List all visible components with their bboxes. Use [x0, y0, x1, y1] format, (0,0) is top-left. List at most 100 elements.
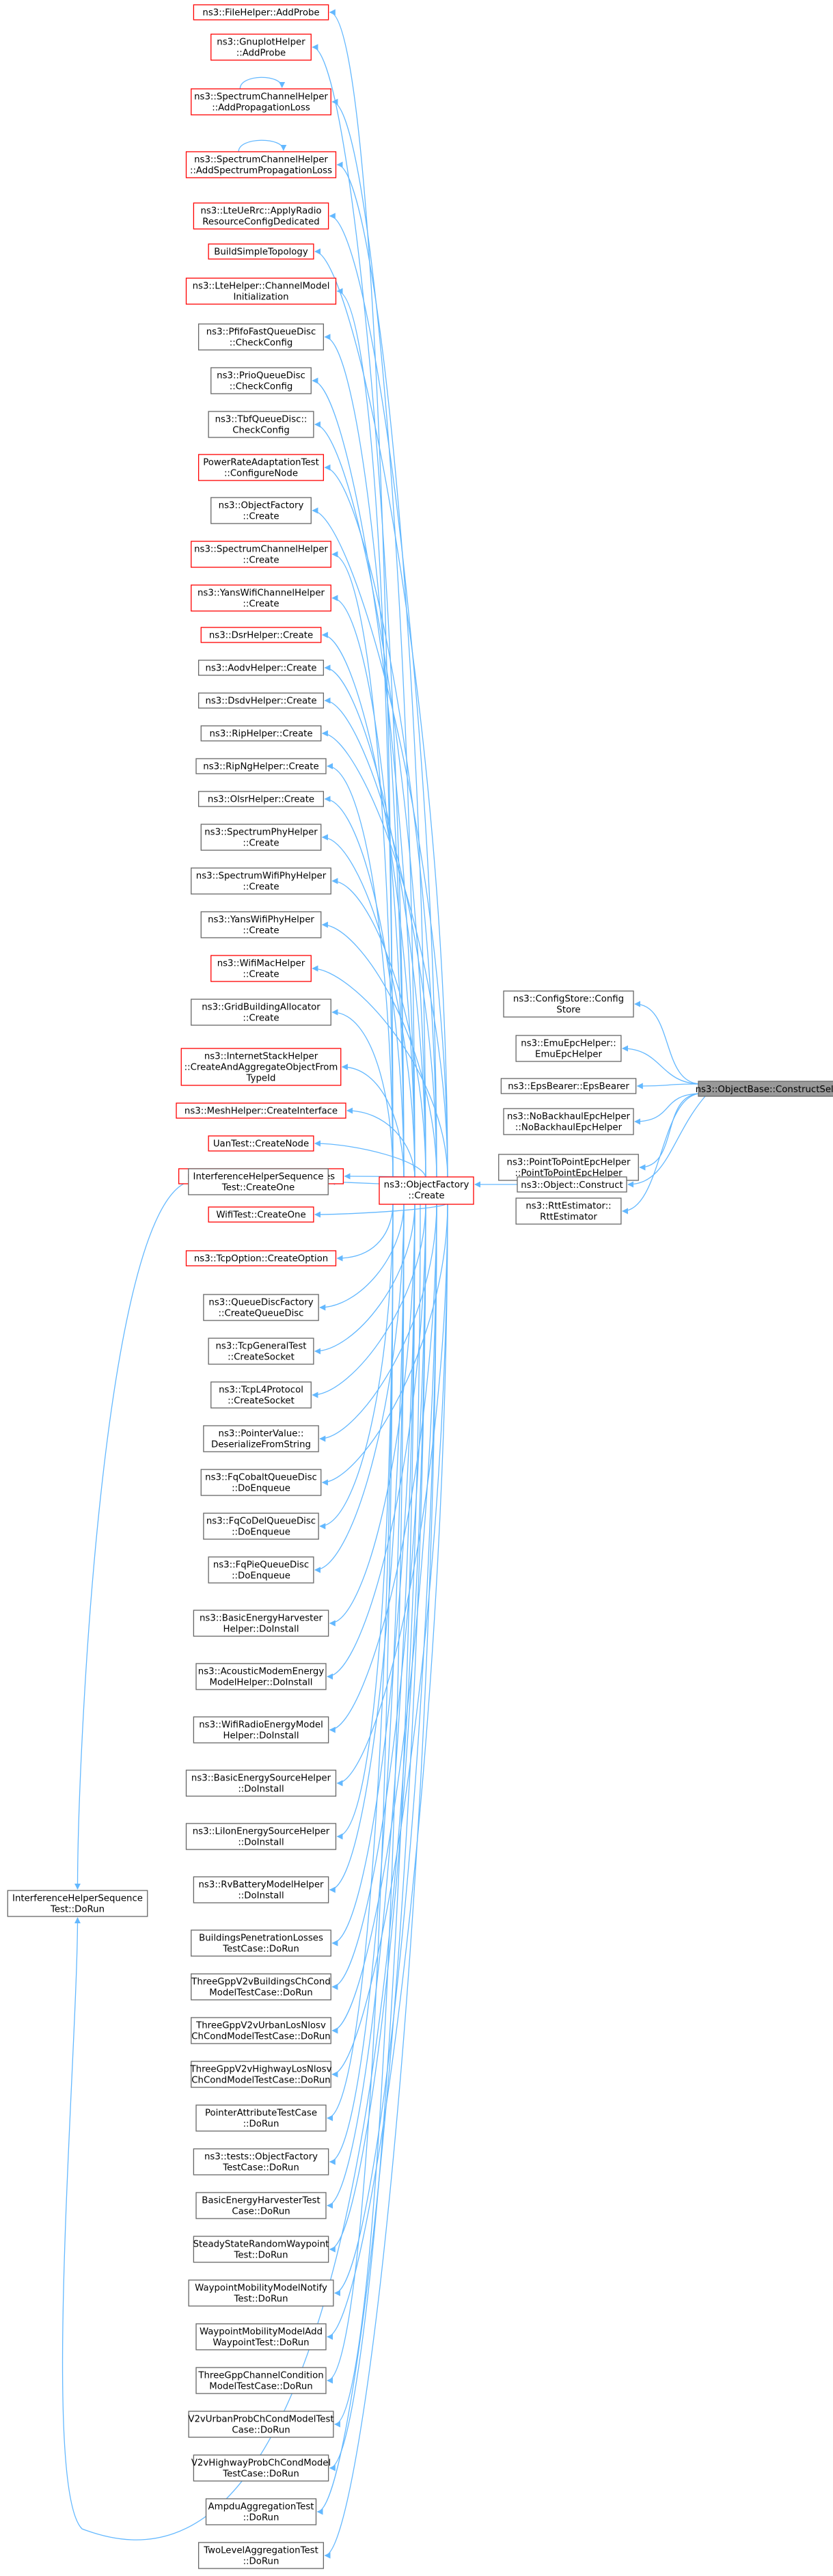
- caller-node-9[interactable]: ns3::TbfQueueDisc::CheckConfig: [208, 411, 314, 438]
- caller-node-23-box: [210, 955, 312, 982]
- caller-node-17[interactable]: ns3::RipHelper::Create: [200, 725, 322, 742]
- caller-node-21[interactable]: ns3::SpectrumWifiPhyHelper::Create: [191, 867, 331, 895]
- object-factory-create-node[interactable]: ns3::ObjectFactory::Create: [379, 1176, 474, 1205]
- caller-node-30[interactable]: ns3::TcpOption::CreateOption: [185, 1250, 337, 1266]
- create-one-node-label: Test::CreateOne: [221, 1183, 295, 1193]
- caller-node-49-label: ns3::tests::ObjectFactory: [204, 2152, 318, 2163]
- caller-node-20-label: ::Create: [243, 839, 279, 849]
- caller-node-26[interactable]: ns3::MeshHelper::CreateInterface: [176, 1102, 346, 1119]
- caller-node-10[interactable]: PowerRateAdaptationTest::ConfigureNode: [197, 454, 325, 481]
- create-one-node[interactable]: InterferenceHelperSequenceTest::CreateOn…: [188, 1168, 329, 1195]
- caller-node-55-label: V2vUrbanProbChCondModelTest: [188, 2415, 333, 2425]
- direct-caller-2[interactable]: ns3::EpsBearer::EpsBearer: [500, 1078, 637, 1094]
- caller-node-41[interactable]: ns3::BasicEnergySourceHelper::DoInstall: [185, 1770, 337, 1797]
- caller-node-41-label: ::DoInstall: [238, 1785, 284, 1795]
- caller-node-39[interactable]: ns3::AcousticModemEnergyModelHelper::DoI…: [195, 1663, 327, 1690]
- caller-node-4[interactable]: ns3::LteUeRrc::ApplyRadioResourceConfigD…: [193, 202, 329, 230]
- caller-node-54[interactable]: ThreeGppChannelConditionModelTestCase::D…: [195, 2367, 327, 2394]
- caller-node-11[interactable]: ns3::ObjectFactory::Create: [210, 497, 312, 524]
- caller-edge-18: [327, 763, 394, 1179]
- caller-node-43[interactable]: ns3::RvBatteryModelHelper::DoInstall: [193, 1876, 329, 1903]
- caller-node-42-box: [185, 1823, 337, 1850]
- caller-node-29[interactable]: WifiTest::CreateOne: [208, 1206, 314, 1223]
- caller-node-5-label: BuildSimpleTopology: [214, 247, 308, 258]
- object-construct-node[interactable]: ns3::Object::Construct: [517, 1176, 627, 1193]
- caller-node-2[interactable]: ns3::SpectrumChannelHelper::AddPropagati…: [191, 88, 331, 116]
- direct-edge-2: [636, 1083, 702, 1089]
- direct-caller-0[interactable]: ns3::ConfigStore::ConfigStore: [503, 990, 634, 1018]
- caller-node-13[interactable]: ns3::YansWifiChannelHelper::Create: [191, 584, 331, 612]
- caller-node-14[interactable]: ns3::DsrHelper::Create: [200, 627, 322, 643]
- caller-node-18[interactable]: ns3::RipNgHelper::Create: [195, 758, 327, 774]
- caller-node-8-label: ns3::PrioQueueDisc: [217, 371, 305, 381]
- caller-node-50-box: [195, 2192, 327, 2219]
- caller-node-22[interactable]: ns3::YansWifiPhyHelper::Create: [200, 911, 322, 938]
- caller-node-48[interactable]: PointerAttributeTestCase::DoRun: [195, 2104, 327, 2132]
- caller-node-33[interactable]: ns3::TcpL4Protocol::CreateSocket: [210, 1381, 312, 1409]
- caller-node-3[interactable]: ns3::SpectrumChannelHelper::AddSpectrumP…: [185, 151, 337, 178]
- caller-node-36[interactable]: ns3::FqCoDelQueueDisc::DoEnqueue: [203, 1513, 319, 1540]
- caller-edge-29: [314, 1202, 448, 1218]
- caller-node-37[interactable]: ns3::FqPieQueueDisc::DoEnqueue: [208, 1556, 314, 1584]
- caller-node-47[interactable]: ThreeGppV2vHighwayLosNlosvChCondModelTes…: [190, 2061, 332, 2088]
- caller-node-32[interactable]: ns3::TcpGeneralTest::CreateSocket: [208, 1338, 314, 1365]
- caller-node-42[interactable]: ns3::LiIonEnergySourceHelper::DoInstall: [185, 1823, 337, 1850]
- caller-node-46[interactable]: ThreeGppV2vUrbanLosNlosvChCondModelTestC…: [191, 2017, 331, 2044]
- caller-node-35[interactable]: ns3::FqCobaltQueueDisc::DoEnqueue: [200, 1469, 322, 1496]
- caller-node-6[interactable]: ns3::LteHelper::ChannelModelInitializati…: [185, 277, 337, 305]
- caller-node-8[interactable]: ns3::PrioQueueDisc::CheckConfig: [210, 367, 312, 394]
- caller-node-38[interactable]: ns3::BasicEnergyHarvesterHelper::DoInsta…: [193, 1610, 329, 1637]
- caller-node-19[interactable]: ns3::OlsrHelper::Create: [197, 791, 325, 807]
- caller-node-20[interactable]: ns3::SpectrumPhyHelper::Create: [200, 824, 322, 851]
- caller-node-23[interactable]: ns3::WifiMacHelper::Create: [210, 955, 312, 982]
- caller-node-45[interactable]: ThreeGppV2vBuildingsChCondModelTestCase:…: [191, 1973, 331, 2001]
- caller-node-56-box: [193, 2454, 329, 2482]
- caller-node-1[interactable]: ns3::GnuplotHelper::AddProbe: [210, 33, 312, 61]
- caller-node-16[interactable]: ns3::DsdvHelper::Create: [197, 692, 325, 709]
- caller-node-57[interactable]: AmpduAggregationTest::DoRun: [205, 2498, 317, 2525]
- caller-node-15[interactable]: ns3::AodvHelper::Create: [197, 660, 325, 676]
- caller-node-36-label: ns3::FqCoDelQueueDisc: [206, 1517, 316, 1527]
- construct-self-node[interactable]: ns3::ObjectBase::ConstructSelf: [696, 1081, 833, 1097]
- caller-node-51-label: Test::DoRun: [233, 2251, 288, 2261]
- caller-node-0[interactable]: ns3::FileHelper::AddProbe: [193, 4, 329, 21]
- caller-node-44-box: [191, 1929, 331, 1957]
- caller-node-34[interactable]: ns3::PointerValue::DeserializeFromString: [203, 1425, 319, 1452]
- caller-node-24[interactable]: ns3::GridBuildingAllocator::Create: [191, 999, 331, 1026]
- call-nodes: ns3::ObjectFactory::Create ns3::FileHelpe…: [7, 4, 833, 2569]
- object-factory-create-label: ns3::ObjectFactory: [384, 1180, 469, 1191]
- direct-caller-5[interactable]: ns3::RttEstimator::RttEstimator: [515, 1197, 622, 1225]
- caller-node-23-label: ns3::WifiMacHelper: [217, 959, 305, 969]
- caller-node-7[interactable]: ns3::PfifoFastQueueDisc::CheckConfig: [197, 323, 325, 351]
- direct-caller-3-label: ::NoBackhaulEpcHelper: [515, 1123, 623, 1133]
- caller-node-12[interactable]: ns3::SpectrumChannelHelper::Create: [191, 541, 331, 568]
- caller-node-30-box: [185, 1250, 337, 1266]
- caller-node-27[interactable]: UanTest::CreateNode: [208, 1135, 314, 1152]
- caller-node-44-label: TestCase::DoRun: [222, 1944, 299, 1955]
- caller-node-21-label: ns3::SpectrumWifiPhyHelper: [196, 871, 327, 882]
- direct-caller-4[interactable]: ns3::PointToPointEpcHelper::PointToPoint…: [498, 1154, 639, 1181]
- caller-node-53[interactable]: WaypointMobilityModelAddWaypointTest::Do…: [195, 2323, 327, 2350]
- caller-node-9-box: [208, 411, 314, 438]
- caller-node-16-box: [197, 692, 325, 709]
- caller-node-58[interactable]: TwoLevelAggregationTest::DoRun: [197, 2542, 325, 2569]
- caller-node-31[interactable]: ns3::QueueDiscFactory::CreateQueueDisc: [203, 1294, 319, 1321]
- caller-node-44[interactable]: BuildingsPenetrationLossesTestCase::DoRu…: [191, 1929, 331, 1957]
- direct-edge-4: [639, 1093, 702, 1171]
- direct-caller-1[interactable]: ns3::EmuEpcHelper::EmuEpcHelper: [515, 1035, 622, 1062]
- direct-caller-3[interactable]: ns3::NoBackhaulEpcHelper::NoBackhaulEpcH…: [503, 1108, 634, 1135]
- caller-node-25[interactable]: ns3::InternetStackHelper::CreateAndAggre…: [180, 1048, 342, 1086]
- caller-node-1-label: ::AddProbe: [236, 49, 286, 59]
- caller-node-40[interactable]: ns3::WifiRadioEnergyModelHelper::DoInsta…: [193, 1716, 329, 1744]
- caller-node-5[interactable]: BuildSimpleTopology: [208, 243, 314, 260]
- caller-node-51-label: SteadyStateRandomWaypoint: [193, 2240, 329, 2250]
- caller-node-17-label: ns3::RipHelper::Create: [209, 729, 312, 740]
- caller-node-31-box: [203, 1294, 319, 1321]
